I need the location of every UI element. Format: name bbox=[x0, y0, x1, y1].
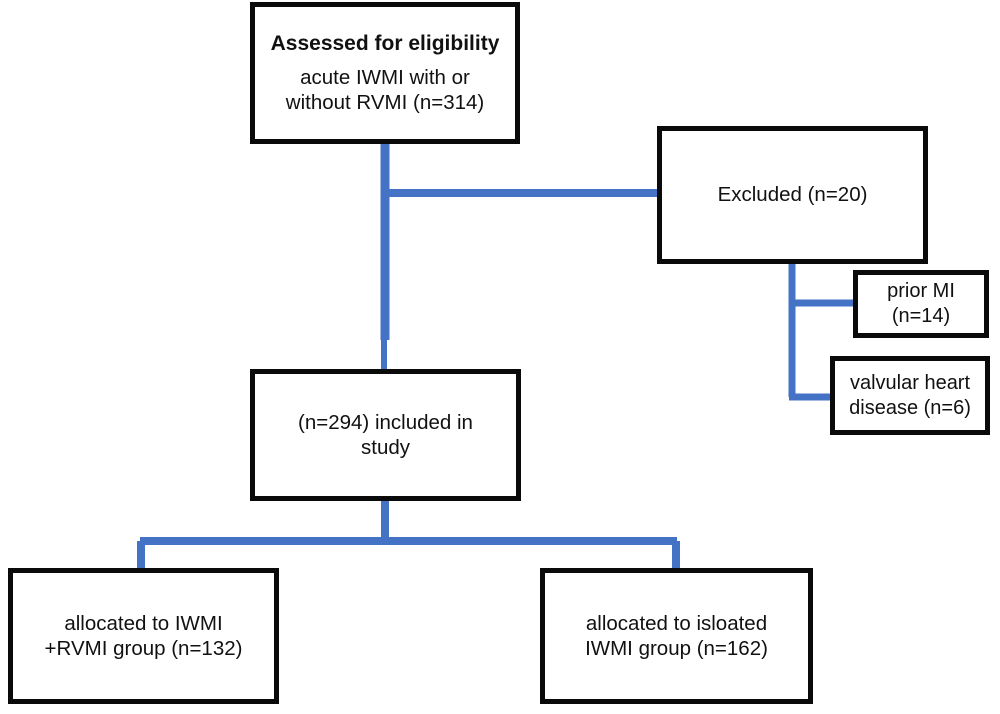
node-assessed-for-eligibility: Assessed for eligibility acute IWMI with… bbox=[250, 2, 520, 144]
node-right-group-line2: IWMI group (n=162) bbox=[585, 637, 768, 660]
node-included-line1: (n=294) included in bbox=[298, 410, 473, 434]
node-prior-mi-line2: (n=14) bbox=[891, 305, 951, 327]
node-valvular-heart-disease: valvular heart disease (n=6) bbox=[830, 356, 990, 435]
node-excluded-line1: Excluded (n=20) bbox=[717, 183, 868, 207]
node-right-group-line1: allocated to isloated bbox=[585, 611, 768, 635]
node-included-in-study: (n=294) included in study bbox=[250, 369, 521, 501]
node-excluded: Excluded (n=20) bbox=[657, 126, 928, 264]
node-left-group-line2: +RVMI group (n=132) bbox=[44, 637, 243, 660]
node-isolated-iwmi-group: allocated to isloated IWMI group (n=162) bbox=[540, 568, 813, 704]
node-valvular-line1: valvular heart bbox=[849, 371, 971, 394]
node-left-group-line1: allocated to IWMI bbox=[64, 611, 223, 635]
node-assessed-line1: acute IWMI with or bbox=[300, 65, 470, 89]
node-iwmi-plus-rvmi-group: allocated to IWMI +RVMI group (n=132) bbox=[8, 568, 279, 704]
node-prior-mi: prior MI (n=14) bbox=[853, 270, 989, 338]
node-assessed-heading: Assessed for eligibility bbox=[270, 31, 500, 55]
node-included-line2: study bbox=[361, 436, 410, 459]
node-valvular-line2: disease (n=6) bbox=[849, 396, 971, 419]
node-prior-mi-line1: prior MI bbox=[887, 280, 955, 303]
node-assessed-line2: without RVMI (n=314) bbox=[285, 91, 485, 115]
